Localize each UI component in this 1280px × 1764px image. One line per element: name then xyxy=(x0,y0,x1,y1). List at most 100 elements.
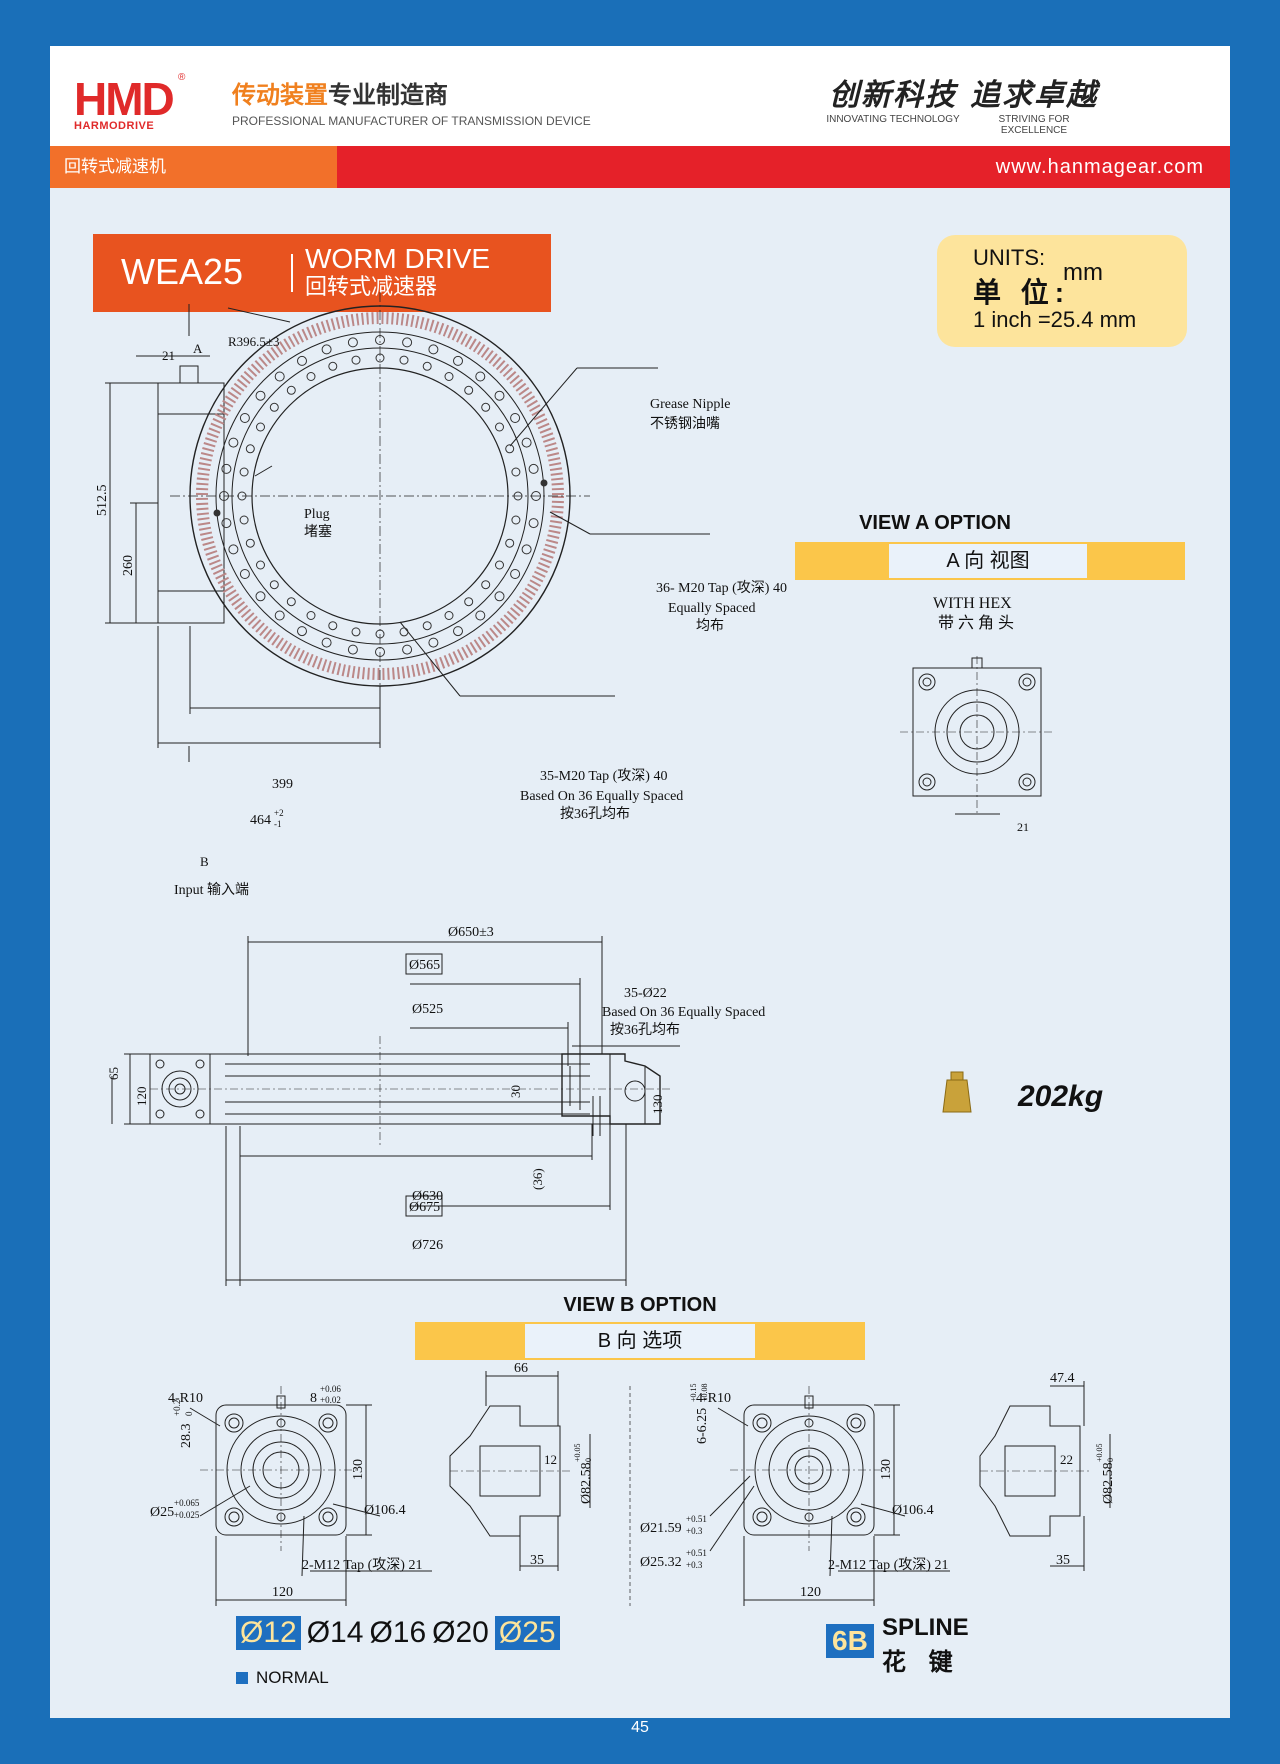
bolt-hole xyxy=(375,629,385,639)
bolt-hole xyxy=(475,371,486,382)
side-holes-1: 35-Ø22 xyxy=(624,986,667,1001)
slogan-innovating-en: INNOVATING TECHNOLOGY xyxy=(826,114,960,125)
vbr-d1064: Ø106.4 xyxy=(892,1503,934,1518)
model-name-cn: 回转式减速器 xyxy=(305,274,438,299)
label-dim-260: 260 xyxy=(121,555,136,576)
shaft-size-3[interactable]: Ø20 xyxy=(432,1616,489,1649)
logo-main-text: HMD xyxy=(74,73,175,125)
vbr-d2159-tol-dn: +0.3 xyxy=(686,1526,703,1536)
bolt-hole xyxy=(521,437,532,448)
label-grease-en: Grease Nipple xyxy=(650,397,730,412)
vbl-bore-tol-dn: +0.025 xyxy=(174,1510,200,1520)
vbr-d2532-tol-dn: +0.3 xyxy=(686,1560,703,1570)
vbr-h130: 130 xyxy=(879,1459,894,1480)
units-label-en: UNITS: xyxy=(973,245,1046,270)
vbr-d35: 35 xyxy=(1056,1553,1070,1568)
category-bar: 回转式减速机 www.hanmagear.com xyxy=(50,146,1230,188)
slogan-striving-en: STRIVING FOR EXCELLENCE xyxy=(998,114,1070,136)
model-name: WORM DRIVE xyxy=(305,243,491,274)
shaft-size-2[interactable]: Ø16 xyxy=(369,1616,427,1649)
label-grease-cn: 不锈钢油嘴 xyxy=(650,416,720,432)
vbl-d1064: Ø106.4 xyxy=(364,1503,406,1518)
bolt-hole xyxy=(245,538,255,548)
units-box: UNITS: 单 位: mm 1 inch =25.4 mm xyxy=(937,235,1187,347)
shaft-size-1[interactable]: Ø14 xyxy=(306,1616,364,1649)
vbl-d825-tol-dn: 0 xyxy=(584,1458,593,1462)
brand-title-orange: 传动装置 xyxy=(232,82,328,109)
label-tap-outer-3: 均布 xyxy=(696,618,724,634)
view-a-hex-cn: 带 六 角 头 xyxy=(938,614,1014,632)
bolt-hole xyxy=(511,515,521,525)
bolt-hole xyxy=(528,518,539,529)
weight-icon xyxy=(942,1071,972,1113)
label-tap-inner-1: 35-M20 Tap (攻深) 40 xyxy=(540,768,667,784)
view-a-hex-en: WITH HEX xyxy=(933,595,1012,612)
vbl-d283: 28.3 xyxy=(179,1424,194,1449)
vbl-bore-tol-up: +0.065 xyxy=(174,1498,200,1508)
normal-swatch xyxy=(236,1672,248,1684)
bolt-hole xyxy=(245,444,255,454)
bolt-hole xyxy=(297,355,307,366)
view-a-title: VIEW A OPTION xyxy=(859,512,1011,534)
side-d525: Ø525 xyxy=(412,1002,443,1017)
bolt-hole xyxy=(375,647,385,657)
label-input: Input 输入端 xyxy=(174,882,249,898)
view-a-subtitle: A 向 视图 xyxy=(889,544,1087,578)
vbl-d12: 12 xyxy=(544,1452,557,1467)
shaft-size-4[interactable]: Ø25 xyxy=(494,1616,560,1650)
bolt-hole xyxy=(505,538,515,548)
bolt-hole xyxy=(444,372,454,381)
shaft-size-0[interactable]: Ø12 xyxy=(236,1616,301,1650)
side-ring-section xyxy=(561,1053,661,1125)
bolt-hole xyxy=(444,611,454,620)
vbr-d825-tol-up: +0.05 xyxy=(1095,1443,1104,1462)
vbl-d66: 66 xyxy=(514,1361,528,1376)
vbr-d825-tol-dn: 0 xyxy=(1106,1458,1115,1462)
vbl-bore: Ø25 xyxy=(150,1505,174,1520)
vbl-key-tol-dn: +0.02 xyxy=(320,1395,341,1405)
bolt-hole xyxy=(228,437,239,448)
bolt-hole xyxy=(239,515,249,525)
website-link[interactable]: www.hanmagear.com xyxy=(337,146,1230,188)
weight-value: 202kg xyxy=(1018,1080,1104,1113)
top-view-drawing: A R396.5±3 21 Grease Nipple 不锈钢油嘴 Plug 堵… xyxy=(95,292,1116,1606)
label-dim-464-tol-up: +2 xyxy=(274,808,284,818)
bolt-hole xyxy=(221,518,232,529)
vbl-key-tol-up: +0.06 xyxy=(320,1384,341,1394)
bolt-hole xyxy=(328,621,338,631)
label-tap-outer-1: 36- M20 Tap (攻深) 40 xyxy=(656,580,787,596)
side-h36: (36) xyxy=(530,1168,545,1190)
bolt-hole xyxy=(531,491,541,501)
bolt-hole xyxy=(221,463,232,474)
label-dim-512: 512.5 xyxy=(95,485,110,517)
side-h120: 120 xyxy=(134,1087,149,1107)
side-d565: Ø565 xyxy=(409,958,440,973)
label-tap-outer-2: Equally Spaced xyxy=(668,601,755,616)
bolt-hole xyxy=(274,371,285,382)
bolt-hole xyxy=(402,644,413,655)
bolt-hole xyxy=(347,337,358,348)
inner-bolt-holes xyxy=(237,353,523,639)
bolt-hole xyxy=(422,361,432,371)
bolt-hole xyxy=(239,467,249,477)
bolt-hole xyxy=(351,355,361,365)
model-code: WEA25 xyxy=(121,251,244,292)
units-unit: mm xyxy=(1063,259,1103,286)
vbl-key: 8 xyxy=(310,1391,317,1406)
label-plug-en: Plug xyxy=(304,507,330,522)
outer-bolt-holes xyxy=(219,335,541,657)
bolt-hole xyxy=(375,335,385,345)
side-h65: 65 xyxy=(106,1067,121,1080)
page-number: 45 xyxy=(631,1719,649,1736)
bolt-hole xyxy=(513,491,523,501)
bolt-hole xyxy=(494,390,505,401)
model-divider xyxy=(291,254,293,292)
bolt-hole xyxy=(297,626,307,637)
bolt-hole xyxy=(528,463,539,474)
bolt-hole xyxy=(453,355,463,366)
vbr-d2159-tol-up: +0.51 xyxy=(686,1514,707,1524)
view-a-band: A 向 视图 xyxy=(795,542,1185,580)
brand-title: 传动装置专业制造商 xyxy=(232,82,448,110)
bolt-hole xyxy=(255,390,266,401)
